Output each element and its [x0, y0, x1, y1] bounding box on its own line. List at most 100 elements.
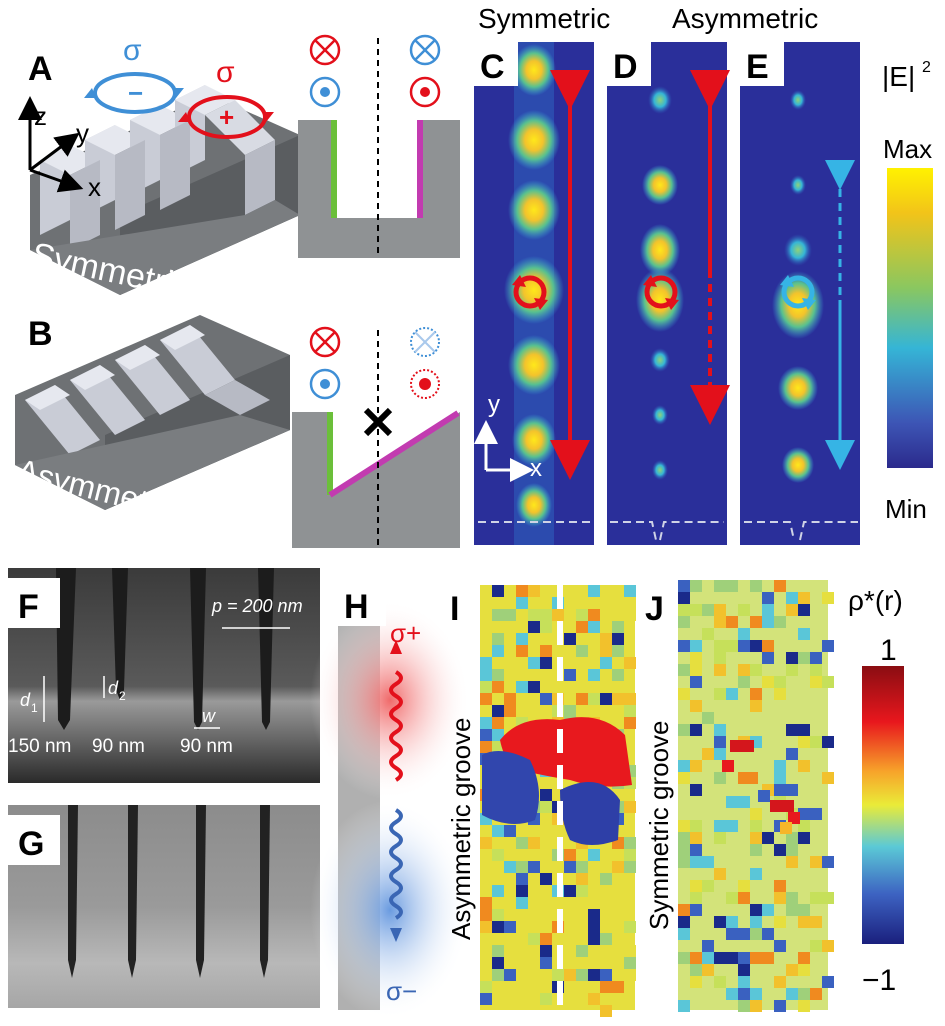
- noise-pixel: [564, 885, 576, 897]
- noise-pixel: [588, 693, 600, 705]
- panel-f-sem-image: F p = 200 nm d 1 d 2 w 150 nm 90 nm 90 n…: [8, 568, 320, 783]
- width-symbol: w: [202, 706, 216, 726]
- noise-pixel: [600, 885, 612, 897]
- dot-marker-red: [409, 76, 441, 108]
- panel-label-b: B: [28, 315, 53, 353]
- noise-pixel: [774, 880, 786, 892]
- noise-pixel: [480, 729, 492, 741]
- noise-pixel: [762, 604, 774, 616]
- noise-pixel: [588, 585, 600, 597]
- noise-pixel: [798, 724, 810, 736]
- noise-pixel: [492, 681, 504, 693]
- noise-pixel: [690, 760, 702, 772]
- noise-pixel: [516, 861, 528, 873]
- noise-pixel: [492, 957, 504, 969]
- noise-pixel: [714, 772, 726, 784]
- noise-pixel: [588, 909, 600, 921]
- noise-pixel: [600, 693, 612, 705]
- noise-pixel: [702, 628, 714, 640]
- asymmetric-grating: [15, 315, 290, 510]
- noise-pixel: [480, 981, 492, 993]
- noise-pixel: [690, 664, 702, 676]
- sem-grooves: [56, 568, 274, 730]
- noise-pixel: [690, 880, 702, 892]
- noise-pixel: [576, 993, 588, 1005]
- noise-pixel: [738, 880, 750, 892]
- noise-pixel: [690, 784, 702, 796]
- noise-pixel: [480, 693, 492, 705]
- noise-pixel: [576, 885, 588, 897]
- panel-c-field-map: C y x: [474, 42, 594, 545]
- noise-pixel: [480, 681, 492, 693]
- noise-pixel: [540, 945, 552, 957]
- noise-pixel: [678, 904, 690, 916]
- noise-pixel: [600, 933, 612, 945]
- noise-pixel: [786, 904, 798, 916]
- noise-pixel: [690, 676, 702, 688]
- symmetric-groove-label: Symmetric groove: [644, 721, 674, 931]
- noise-pixel: [702, 964, 714, 976]
- noise-pixel: [786, 964, 798, 976]
- colorbar-field-title: |E|: [882, 61, 915, 92]
- noise-pixel: [564, 861, 576, 873]
- panel-label-c: C: [480, 48, 505, 86]
- noise-pixel: [504, 705, 516, 717]
- noise-pixel: [750, 928, 762, 940]
- noise-pixel: [810, 808, 822, 820]
- noise-pixel: [528, 585, 540, 597]
- noise-pixel: [564, 669, 576, 681]
- noise-pixel: [762, 652, 774, 664]
- noise-pixel: [750, 868, 762, 880]
- noise-pixel: [810, 736, 822, 748]
- noise-pixel: [822, 772, 834, 784]
- noise-pixel: [798, 760, 810, 772]
- noise-pixel: [528, 681, 540, 693]
- noise-pixel: [714, 580, 726, 592]
- minus-sign: −: [128, 78, 143, 108]
- noise-pixel: [678, 820, 690, 832]
- noise-pixel: [786, 604, 798, 616]
- sigma-minus-icon: σ −: [84, 34, 184, 114]
- noise-pixel: [690, 652, 702, 664]
- noise-pixel: [492, 717, 504, 729]
- noise-pixel: [750, 616, 762, 628]
- noise-pixel: [492, 825, 504, 837]
- noise-pixel: [678, 580, 690, 592]
- noise-pixel: [588, 621, 600, 633]
- noise-pixel: [786, 748, 798, 760]
- noise-pixel: [690, 952, 702, 964]
- asymmetric-groove-schematic: [292, 326, 460, 548]
- depth2-symbol: d: [108, 678, 119, 698]
- column-title-symmetric: Symmetric: [478, 3, 610, 34]
- noise-pixel: [678, 832, 690, 844]
- cross-marker-red: [309, 326, 341, 358]
- noise-pixel: [528, 861, 540, 873]
- noise-pixel: [750, 904, 762, 916]
- dot-marker-red-dotted: [410, 369, 440, 399]
- noise-pixel: [480, 993, 492, 1005]
- noise-pixel: [822, 856, 834, 868]
- noise-pixel: [786, 724, 798, 736]
- noise-pixel: [726, 580, 738, 592]
- noise-pixel: [822, 676, 834, 688]
- noise-pixel: [552, 609, 564, 621]
- noise-pixel: [750, 988, 762, 1000]
- noise-pixel: [810, 676, 822, 688]
- noise-pixel: [690, 580, 702, 592]
- noise-pixel: [528, 657, 540, 669]
- panel-i-correlation-map: I Asymmetric groove: [446, 585, 636, 1017]
- noise-pixel: [714, 652, 726, 664]
- asymmetric-groove-label: Asymmetric groove: [446, 718, 476, 941]
- noise-pixel: [624, 657, 636, 669]
- noise-pixel: [600, 981, 612, 993]
- noise-pixel: [774, 940, 786, 952]
- noise-pixel: [798, 1000, 810, 1012]
- panel-label-j: J: [645, 590, 664, 628]
- noise-pixel: [576, 693, 588, 705]
- noise-pixel: [750, 808, 762, 820]
- plus-sign: +: [219, 102, 234, 132]
- noise-pixel: [714, 976, 726, 988]
- noise-pixel: [690, 976, 702, 988]
- noise-pixel: [504, 609, 516, 621]
- noise-pixel: [528, 993, 540, 1005]
